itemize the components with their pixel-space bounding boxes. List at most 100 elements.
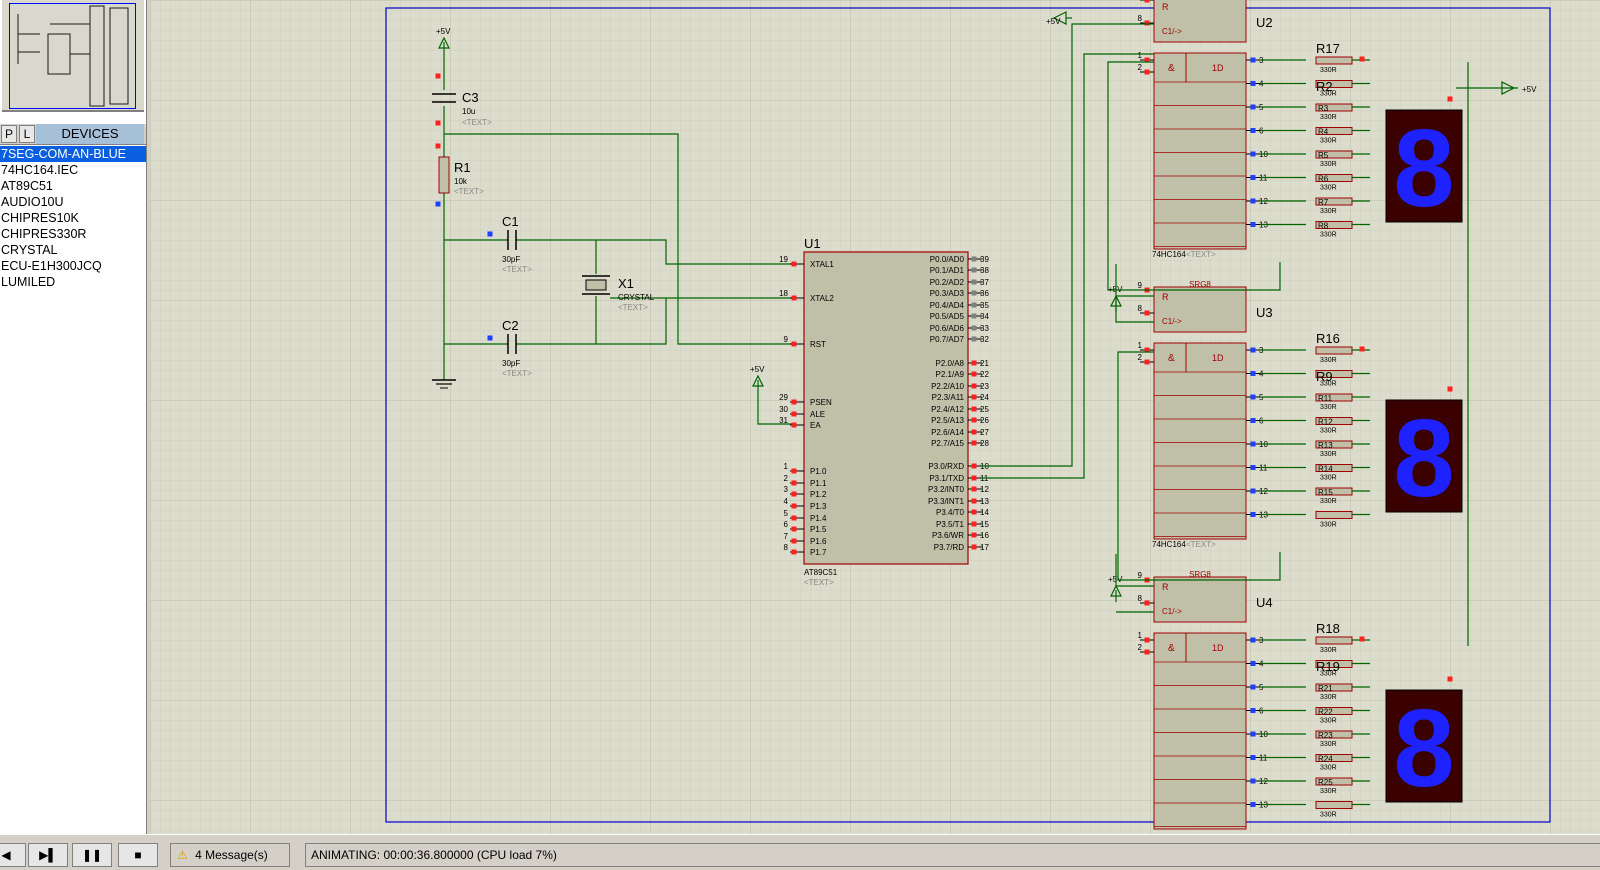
x1-body[interactable]	[585, 279, 607, 291]
sr-pin-marker[interactable]	[1250, 512, 1256, 517]
u1-pin-marker[interactable]	[791, 411, 797, 417]
sr-pin-marker[interactable]	[1250, 441, 1256, 447]
u1-pin-marker[interactable]	[971, 440, 977, 446]
u1-pin-marker[interactable]	[971, 532, 977, 538]
u1-pin-marker[interactable]	[971, 290, 977, 296]
u1-pin-marker[interactable]	[971, 544, 977, 550]
u1-pin-marker[interactable]	[791, 538, 797, 544]
device-list-item[interactable]: CHIPRES10K	[1, 211, 79, 225]
stop-button[interactable]: ■	[118, 843, 158, 867]
sr-pin-marker[interactable]	[1250, 394, 1256, 400]
u1-pin-marker[interactable]	[971, 417, 977, 423]
device-list-item[interactable]: 74HC164.IEC	[1, 163, 79, 177]
u1-pin-marker[interactable]	[971, 267, 977, 273]
wire[interactable]	[757, 392, 792, 425]
u1-pin-marker[interactable]	[971, 313, 977, 319]
sr-pin-marker[interactable]	[1250, 81, 1256, 86]
sr-pin-marker[interactable]	[1250, 222, 1256, 227]
resistor-body[interactable]	[1315, 56, 1353, 65]
sr-pin-marker[interactable]	[1250, 637, 1256, 643]
pick-devices-button[interactable]: P	[1, 125, 17, 143]
pin-marker[interactable]	[435, 120, 441, 126]
sr-pin-marker[interactable]	[1250, 708, 1256, 713]
display-common-pin[interactable]	[1447, 676, 1453, 682]
sr-control-block[interactable]	[1153, 0, 1247, 43]
pin-marker[interactable]	[1359, 346, 1365, 352]
u1-pin-marker[interactable]	[971, 509, 977, 515]
device-list-item[interactable]: AT89C51	[1, 179, 53, 193]
u1-body[interactable]	[803, 251, 969, 565]
step-button[interactable]: ▶▌	[28, 843, 68, 867]
sr-pin-marker[interactable]	[1250, 488, 1256, 494]
pin-marker[interactable]	[487, 335, 493, 341]
resistor-body[interactable]	[1315, 511, 1353, 519]
sr-pin-marker[interactable]	[1250, 465, 1256, 470]
u1-pin-marker[interactable]	[791, 261, 797, 267]
sr-pin-marker[interactable]	[1250, 684, 1256, 690]
wire[interactable]	[516, 297, 792, 345]
sr-pin-marker[interactable]	[1144, 20, 1150, 26]
pin-marker[interactable]	[1359, 636, 1365, 642]
device-list-item[interactable]: CRYSTAL	[1, 243, 58, 257]
sr-pin-marker[interactable]	[1144, 57, 1150, 63]
wire[interactable]	[982, 53, 1154, 479]
sr-register-block[interactable]	[1153, 342, 1247, 540]
u1-pin-marker[interactable]	[791, 399, 797, 405]
sr-pin-marker[interactable]	[1250, 104, 1256, 110]
overview-viewport[interactable]	[9, 3, 136, 109]
sr-pin-marker[interactable]	[1250, 371, 1256, 376]
r1-body[interactable]	[438, 156, 450, 194]
sr-pin-marker[interactable]	[1144, 347, 1150, 353]
resistor-body[interactable]	[1315, 801, 1353, 809]
u1-pin-marker[interactable]	[971, 325, 977, 331]
library-manager-button[interactable]: L	[19, 125, 35, 143]
u1-pin-marker[interactable]	[791, 468, 797, 474]
sr-pin-marker[interactable]	[1250, 778, 1256, 784]
sr-pin-marker[interactable]	[1144, 0, 1150, 3]
u1-pin-marker[interactable]	[971, 360, 977, 366]
device-list-item[interactable]: ECU-E1H300JCQ	[1, 259, 102, 273]
pause-button[interactable]: ❚❚	[72, 843, 112, 867]
wire[interactable]	[1107, 61, 1281, 291]
seven-segment-display[interactable]	[1385, 109, 1463, 223]
u1-pin-marker[interactable]	[971, 475, 977, 481]
sr-pin-marker[interactable]	[1144, 310, 1150, 316]
sr-pin-marker[interactable]	[1144, 359, 1150, 365]
sr-pin-marker[interactable]	[1144, 600, 1150, 606]
u1-pin-marker[interactable]	[971, 406, 977, 412]
sr-pin-marker[interactable]	[1250, 755, 1256, 760]
sr-control-block[interactable]	[1153, 286, 1247, 333]
resistor-body[interactable]	[1315, 346, 1353, 355]
resistor-body[interactable]	[1315, 636, 1353, 645]
wire[interactable]	[1115, 554, 1154, 587]
u1-pin-marker[interactable]	[791, 295, 797, 301]
device-list-item[interactable]: 7SEG-COM-AN-BLUE	[0, 146, 146, 162]
wire[interactable]	[982, 23, 1154, 467]
u1-pin-marker[interactable]	[971, 279, 977, 285]
u1-pin-marker[interactable]	[791, 549, 797, 555]
u1-pin-marker[interactable]	[791, 341, 797, 347]
u1-pin-marker[interactable]	[791, 503, 797, 509]
u1-pin-marker[interactable]	[971, 429, 977, 435]
u1-pin-marker[interactable]	[791, 526, 797, 532]
sr-pin-marker[interactable]	[1250, 128, 1256, 133]
device-list-item[interactable]: LUMILED	[1, 275, 56, 289]
u1-pin-marker[interactable]	[971, 336, 977, 342]
sr-pin-marker[interactable]	[1250, 151, 1256, 157]
sr-pin-marker[interactable]	[1144, 637, 1150, 643]
sr-pin-marker[interactable]	[1250, 661, 1256, 666]
sr-pin-marker[interactable]	[1250, 175, 1256, 180]
u1-pin-marker[interactable]	[971, 486, 977, 492]
u1-pin-marker[interactable]	[971, 256, 977, 262]
u1-pin-marker[interactable]	[971, 394, 977, 400]
u1-pin-marker[interactable]	[971, 463, 977, 469]
wire[interactable]	[1117, 351, 1281, 581]
sr-register-block[interactable]	[1153, 52, 1247, 250]
pin-marker[interactable]	[435, 201, 441, 207]
sr-pin-marker[interactable]	[1144, 649, 1150, 655]
sr-pin-marker[interactable]	[1144, 69, 1150, 75]
schematic-svg[interactable]: +5VC310u<TEXT>R110k<TEXT>C130pF<TEXT>C23…	[150, 0, 1600, 834]
seven-segment-display[interactable]	[1385, 399, 1463, 513]
device-list-item[interactable]: AUDIO10U	[1, 195, 64, 209]
